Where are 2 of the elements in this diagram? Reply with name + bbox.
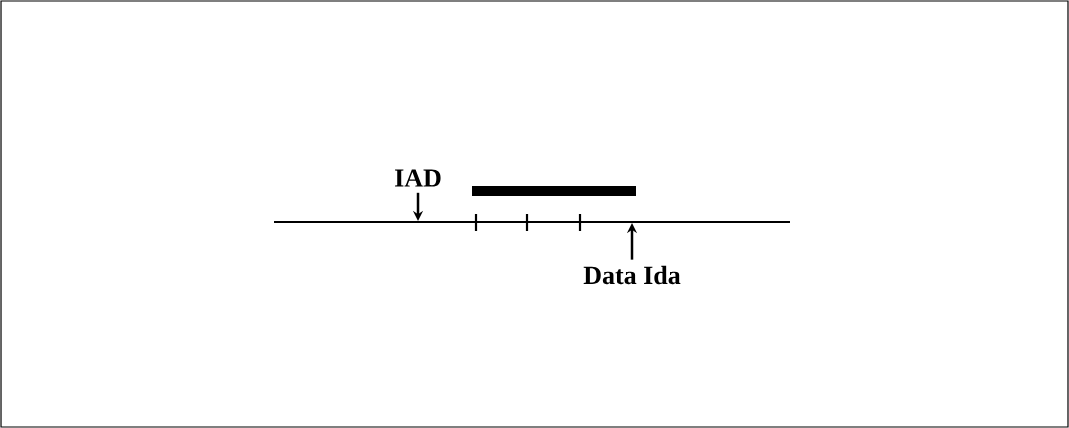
marker-label: IAD [395,169,441,187]
marker-label: Data Ida [583,265,681,285]
